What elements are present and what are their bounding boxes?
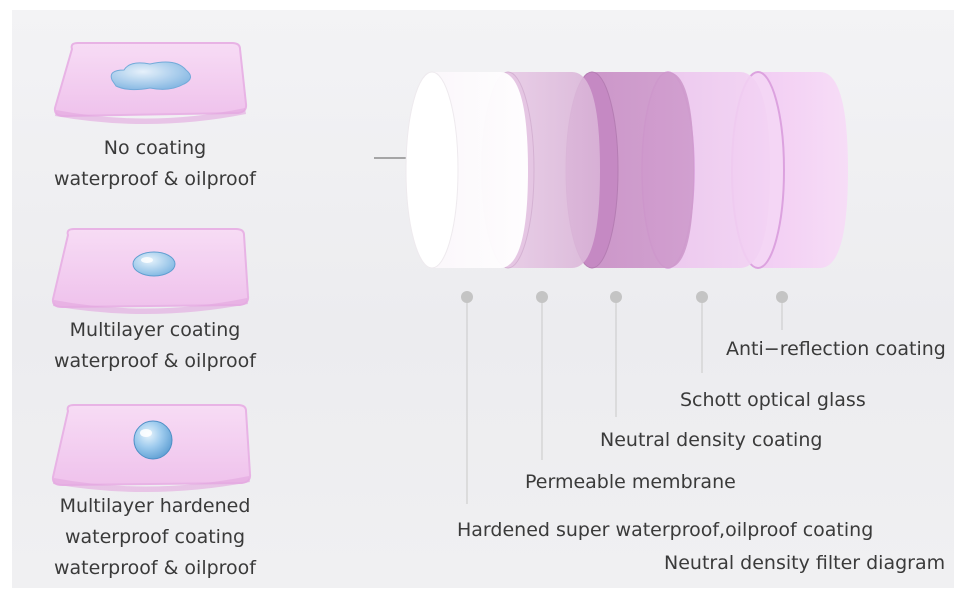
sample-caption-line: waterproof coating	[64, 526, 246, 548]
sample-caption-line: Multilayer coating	[69, 319, 241, 341]
layer-label-schott-glass: Schott optical glass	[680, 389, 866, 411]
sample-caption-multilayer: Multilayer coating waterproof & oilproof	[45, 315, 265, 377]
sample-plate-multilayer	[51, 228, 250, 315]
water-puddle-icon	[110, 61, 191, 91]
leader-schott-glass	[696, 291, 708, 373]
sample-caption-no-coating: No coating waterproof & oilproof	[45, 133, 265, 195]
sample-caption-line: No coating	[103, 137, 207, 159]
layer-label-nd-coating: Neutral density coating	[600, 429, 823, 451]
sample-caption-line: waterproof & oilproof	[54, 557, 256, 579]
leader-permeable	[536, 291, 548, 460]
leader-hardened	[461, 291, 473, 504]
lens-layer-hardened	[405, 71, 528, 269]
leader-nd-coating	[610, 291, 622, 417]
sample-caption-hardened: Multilayer hardened waterproof coating w…	[45, 491, 265, 584]
sample-caption-line: Multilayer hardened	[59, 495, 251, 517]
sample-plate-no-coating	[53, 42, 248, 125]
sample-plate-hardened	[51, 404, 252, 493]
layer-label-anti-reflection: Anti−reflection coating	[726, 338, 946, 360]
sample-caption-line: waterproof & oilproof	[54, 350, 256, 372]
water-bead-icon	[133, 420, 173, 460]
leader-anti-reflection	[776, 291, 788, 330]
water-droplet-icon	[132, 251, 176, 277]
diagram-caption: Neutral density filter diagram	[664, 552, 946, 574]
sample-caption-line: waterproof & oilproof	[54, 168, 256, 190]
layer-label-hardened: Hardened super waterproof,oilproof coati…	[457, 519, 874, 541]
layer-label-permeable: Permeable membrane	[525, 471, 736, 493]
